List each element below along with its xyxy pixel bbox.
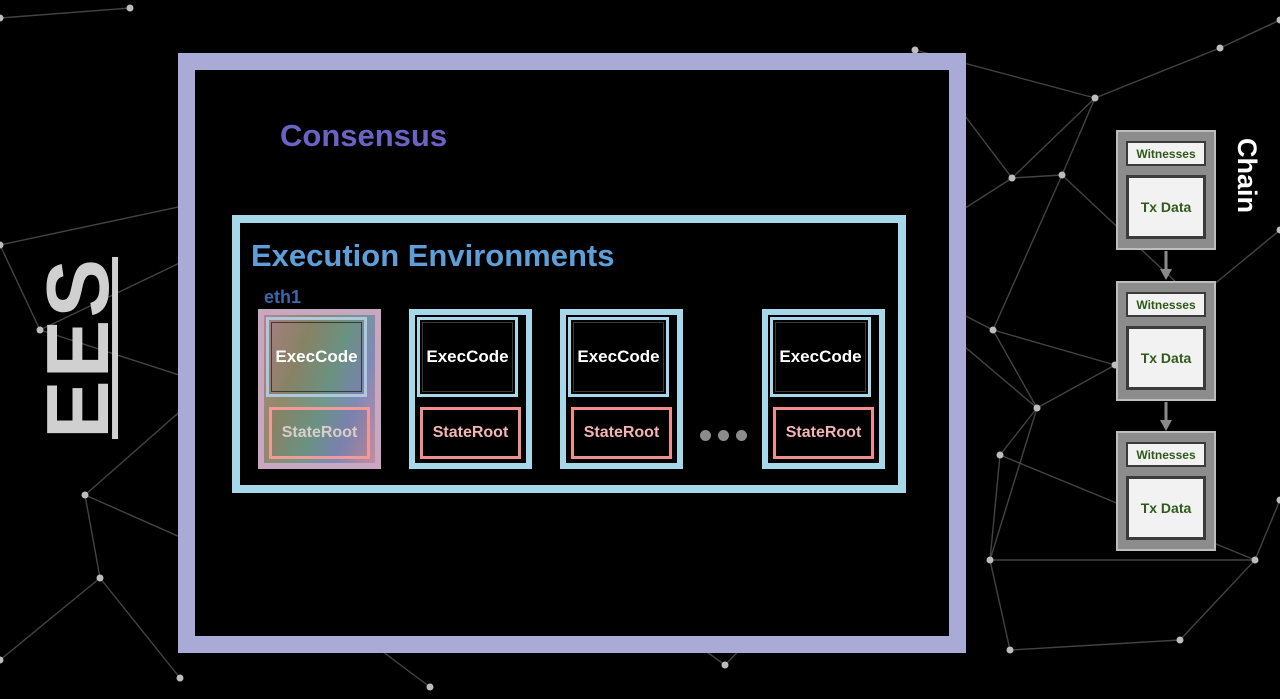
network-node bbox=[96, 574, 104, 582]
network-line bbox=[84, 494, 101, 579]
network-node bbox=[0, 14, 4, 22]
network-node bbox=[1276, 226, 1280, 234]
consensus-title: Consensus bbox=[280, 118, 448, 153]
ellipsis-dots bbox=[700, 430, 747, 441]
network-node bbox=[426, 683, 434, 691]
network-line bbox=[999, 407, 1038, 456]
network-line bbox=[1061, 97, 1096, 176]
network-line bbox=[992, 174, 1063, 331]
network-node bbox=[721, 661, 729, 669]
witnesses-box: Witnesses bbox=[1126, 141, 1206, 166]
state-root-box: StateRoot bbox=[420, 407, 521, 459]
exec-code-box: ExecCode bbox=[568, 317, 669, 397]
network-line bbox=[989, 559, 1011, 651]
chain-arrow-icon bbox=[1160, 251, 1172, 280]
network-node bbox=[911, 46, 919, 54]
network-node bbox=[0, 241, 4, 249]
dot bbox=[700, 430, 711, 441]
witnesses-box: Witnesses bbox=[1126, 442, 1206, 467]
chain-block: Witnesses Tx Data bbox=[1116, 130, 1216, 250]
execution-environments-title: Execution Environments bbox=[251, 238, 615, 273]
network-node bbox=[126, 4, 134, 12]
tx-data-box: Tx Data bbox=[1126, 476, 1206, 540]
exec-code-box: ExecCode bbox=[770, 317, 871, 397]
network-line bbox=[1254, 499, 1280, 561]
network-node bbox=[176, 674, 184, 682]
ees-title-text: EES bbox=[28, 256, 127, 439]
network-line bbox=[992, 329, 1038, 409]
network-node bbox=[1006, 646, 1014, 654]
network-node bbox=[996, 451, 1004, 459]
network-node bbox=[1033, 404, 1041, 412]
network-line bbox=[1011, 97, 1096, 179]
witnesses-box: Witnesses bbox=[1126, 292, 1206, 317]
execution-environment-eth1: ExecCode StateRoot bbox=[258, 309, 381, 469]
dot bbox=[736, 430, 747, 441]
dot bbox=[718, 430, 729, 441]
network-node bbox=[0, 656, 4, 664]
network-line bbox=[1036, 364, 1116, 409]
network-line bbox=[0, 577, 101, 661]
network-line bbox=[989, 407, 1038, 561]
network-node bbox=[989, 326, 997, 334]
network-node bbox=[1276, 496, 1280, 504]
network-line bbox=[99, 577, 181, 679]
chain-block: Witnesses Tx Data bbox=[1116, 281, 1216, 401]
exec-code-box: ExecCode bbox=[266, 317, 367, 397]
chain-title: Chain bbox=[1218, 130, 1274, 220]
tx-data-box: Tx Data bbox=[1126, 326, 1206, 390]
network-node bbox=[1091, 94, 1099, 102]
network-line bbox=[1219, 19, 1280, 49]
network-node bbox=[986, 556, 994, 564]
network-line bbox=[1011, 174, 1063, 179]
chain-title-text: Chain bbox=[1231, 137, 1262, 213]
network-node bbox=[1176, 636, 1184, 644]
network-line bbox=[992, 329, 1116, 366]
network-node bbox=[81, 491, 89, 499]
eth1-label: eth1 bbox=[264, 287, 302, 307]
execution-environment: ExecCode StateRoot bbox=[762, 309, 885, 469]
state-root-box: StateRoot bbox=[571, 407, 672, 459]
network-node bbox=[1216, 44, 1224, 52]
exec-code-box: ExecCode bbox=[417, 317, 518, 397]
execution-environment: ExecCode StateRoot bbox=[409, 309, 532, 469]
network-node bbox=[1058, 171, 1066, 179]
network-line bbox=[1179, 559, 1256, 641]
network-line bbox=[989, 454, 1001, 561]
network-node bbox=[1276, 16, 1280, 24]
network-line bbox=[0, 7, 131, 19]
network-node bbox=[1251, 556, 1259, 564]
chain-block: Witnesses Tx Data bbox=[1116, 431, 1216, 551]
state-root-box: StateRoot bbox=[773, 407, 874, 459]
network-line bbox=[1009, 639, 1181, 651]
network-line bbox=[0, 244, 41, 331]
network-line bbox=[1094, 47, 1221, 99]
network-node bbox=[1008, 174, 1016, 182]
state-root-box: StateRoot bbox=[269, 407, 370, 459]
tx-data-box: Tx Data bbox=[1126, 175, 1206, 239]
network-node bbox=[36, 326, 44, 334]
ees-side-title: EES bbox=[8, 256, 148, 438]
execution-environment: ExecCode StateRoot bbox=[560, 309, 683, 469]
chain-arrow-icon bbox=[1160, 402, 1172, 431]
